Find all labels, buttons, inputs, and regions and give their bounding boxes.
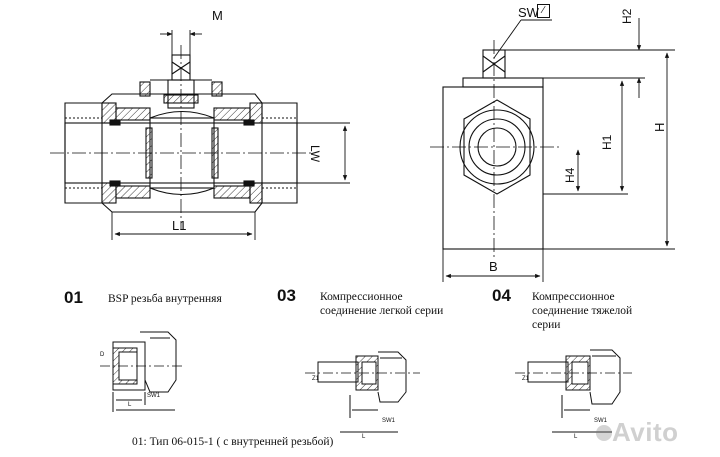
detail-03-label-sw1: SW1: [382, 418, 396, 424]
detail-04-drawing: [515, 349, 632, 433]
variant-04-description: Компрессионное соединение тяжелой серии: [532, 291, 633, 331]
dimension-h: [543, 49, 675, 250]
sw-symbol-icon: ∕: [537, 4, 550, 18]
label-h2: H2: [620, 8, 634, 24]
detail-03-drawing: [305, 351, 420, 433]
detail-01-label-l: L: [128, 402, 132, 408]
variant-04-number: 04: [492, 286, 511, 305]
variant-01-description: BSP резьба внутренняя: [108, 293, 222, 305]
detail-03-label-z: Z1: [312, 376, 320, 382]
watermark: Avito: [612, 417, 679, 447]
dimension-h2: [505, 18, 645, 98]
dimension-sw: [493, 19, 552, 59]
detail-04-label-sw1: SW1: [594, 418, 608, 424]
variant-01-number: 01: [64, 288, 83, 307]
detail-03-label-l: L: [362, 434, 366, 440]
label-h: H: [652, 122, 667, 132]
side-section-view: [50, 45, 312, 230]
detail-01-drawing: [100, 331, 185, 412]
dimension-h1: [543, 80, 628, 195]
variant-03-number: 03: [277, 286, 296, 305]
label-h1: H1: [600, 134, 614, 150]
label-b: B: [489, 259, 498, 274]
figure-caption: 01: Тип 06-015-1 ( с внутренней резьбой): [132, 436, 334, 448]
watermark-logo-icon: [596, 425, 612, 441]
variant-03-description: Компрессионное соединение легкой серии: [320, 291, 444, 317]
dimension-m: [160, 30, 202, 55]
front-view: [430, 40, 560, 260]
label-lw: LW: [308, 145, 322, 163]
detail-01-label-sw1: SW1: [147, 393, 161, 399]
label-l1: L1: [172, 218, 187, 233]
detail-04-label-z: Z1: [522, 376, 530, 382]
detail-01-label-d: D: [100, 352, 105, 358]
label-m: M: [212, 8, 223, 23]
dimension-lw: [297, 122, 350, 184]
label-sw: SW: [518, 5, 539, 20]
detail-04-label-l: L: [574, 434, 578, 440]
dimension-b: [442, 249, 544, 282]
dimension-l1: [111, 212, 256, 240]
label-h4: H4: [563, 167, 577, 183]
